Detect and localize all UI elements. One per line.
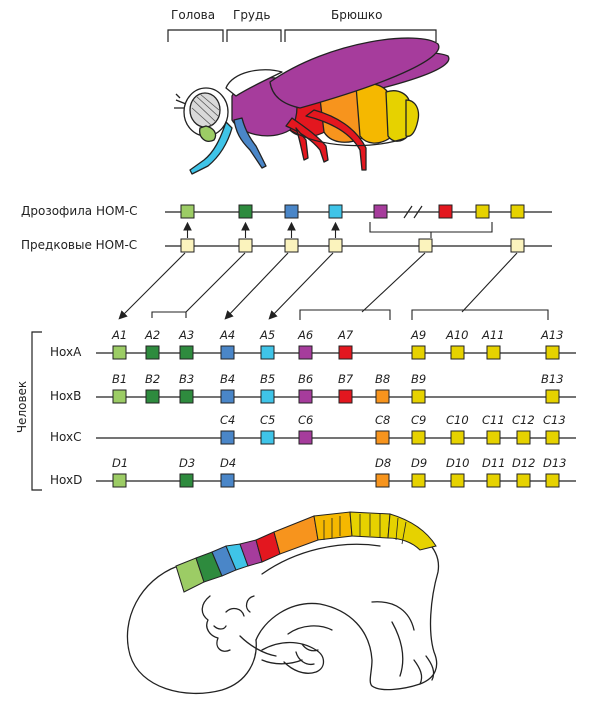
gene-label: C6 <box>298 413 314 427</box>
gene-label: A11 <box>482 328 505 342</box>
gene-label: D10 <box>446 456 470 470</box>
gene-label: C9 <box>411 413 427 427</box>
human-label: Человек <box>15 380 30 434</box>
gene-label: D12 <box>512 456 536 470</box>
human-bracket <box>31 331 42 491</box>
embryo-spine <box>175 511 437 593</box>
gene-label: C11 <box>482 413 505 427</box>
gene-label: C12 <box>512 413 535 427</box>
gene-label: D1 <box>112 456 129 470</box>
gene-label: D9 <box>411 456 428 470</box>
hoxc-genes <box>220 430 560 445</box>
segment-brackets <box>167 29 437 42</box>
gene-label: D8 <box>375 456 392 470</box>
gene-label: A3 <box>179 328 195 342</box>
hoxa-genes <box>112 345 560 360</box>
hoxd-label: HoxD <box>50 473 83 487</box>
down-arrows <box>118 252 549 320</box>
gene-label: B5 <box>260 372 276 386</box>
gene-label: C13 <box>543 413 566 427</box>
abdomen-label: Брюшко <box>331 8 383 22</box>
gene-label: D11 <box>482 456 506 470</box>
hoxd-genes <box>112 473 560 488</box>
gene-label: B6 <box>298 372 314 386</box>
hoxb-genes <box>112 389 560 404</box>
gene-label: B3 <box>179 372 195 386</box>
break-mark <box>403 205 423 219</box>
gene-label: B1 <box>112 372 128 386</box>
gene-label: A6 <box>298 328 314 342</box>
gene-label: B7 <box>338 372 354 386</box>
gene-label: A13 <box>541 328 564 342</box>
gene-label: A10 <box>446 328 469 342</box>
gene-label: A4 <box>220 328 236 342</box>
head-label: Голова <box>171 8 216 22</box>
drosophila-bracket <box>369 222 493 238</box>
gene-label: B2 <box>145 372 161 386</box>
gene-label: D13 <box>543 456 567 470</box>
gene-label: C4 <box>220 413 236 427</box>
fly-illustration <box>174 37 450 175</box>
drosophila-genes <box>180 204 525 219</box>
thorax-label: Грудь <box>233 8 271 22</box>
gene-label: C5 <box>260 413 276 427</box>
gene-label: B8 <box>375 372 391 386</box>
gene-label: B13 <box>541 372 564 386</box>
ancestral-label: Предковые HOM-C <box>21 238 138 252</box>
gene-label: D4 <box>220 456 237 470</box>
hoxc-label: HoxC <box>50 430 82 444</box>
gene-label: A5 <box>260 328 276 342</box>
gene-label: A9 <box>411 328 427 342</box>
embryo-illustration <box>126 523 440 694</box>
gene-label: A2 <box>145 328 161 342</box>
gene-label: A1 <box>112 328 128 342</box>
gene-label: A7 <box>338 328 354 342</box>
gene-label: B4 <box>220 372 236 386</box>
gene-label: B9 <box>411 372 427 386</box>
up-arrows <box>183 221 340 238</box>
ancestral-genes <box>180 238 525 253</box>
drosophila-label: Дрозофила HOM-C <box>21 204 138 218</box>
hoxa-label: HoxA <box>50 345 82 359</box>
gene-label: C8 <box>375 413 391 427</box>
hoxb-label: HoxB <box>50 389 82 403</box>
gene-label: D3 <box>179 456 196 470</box>
gene-label: C10 <box>446 413 469 427</box>
